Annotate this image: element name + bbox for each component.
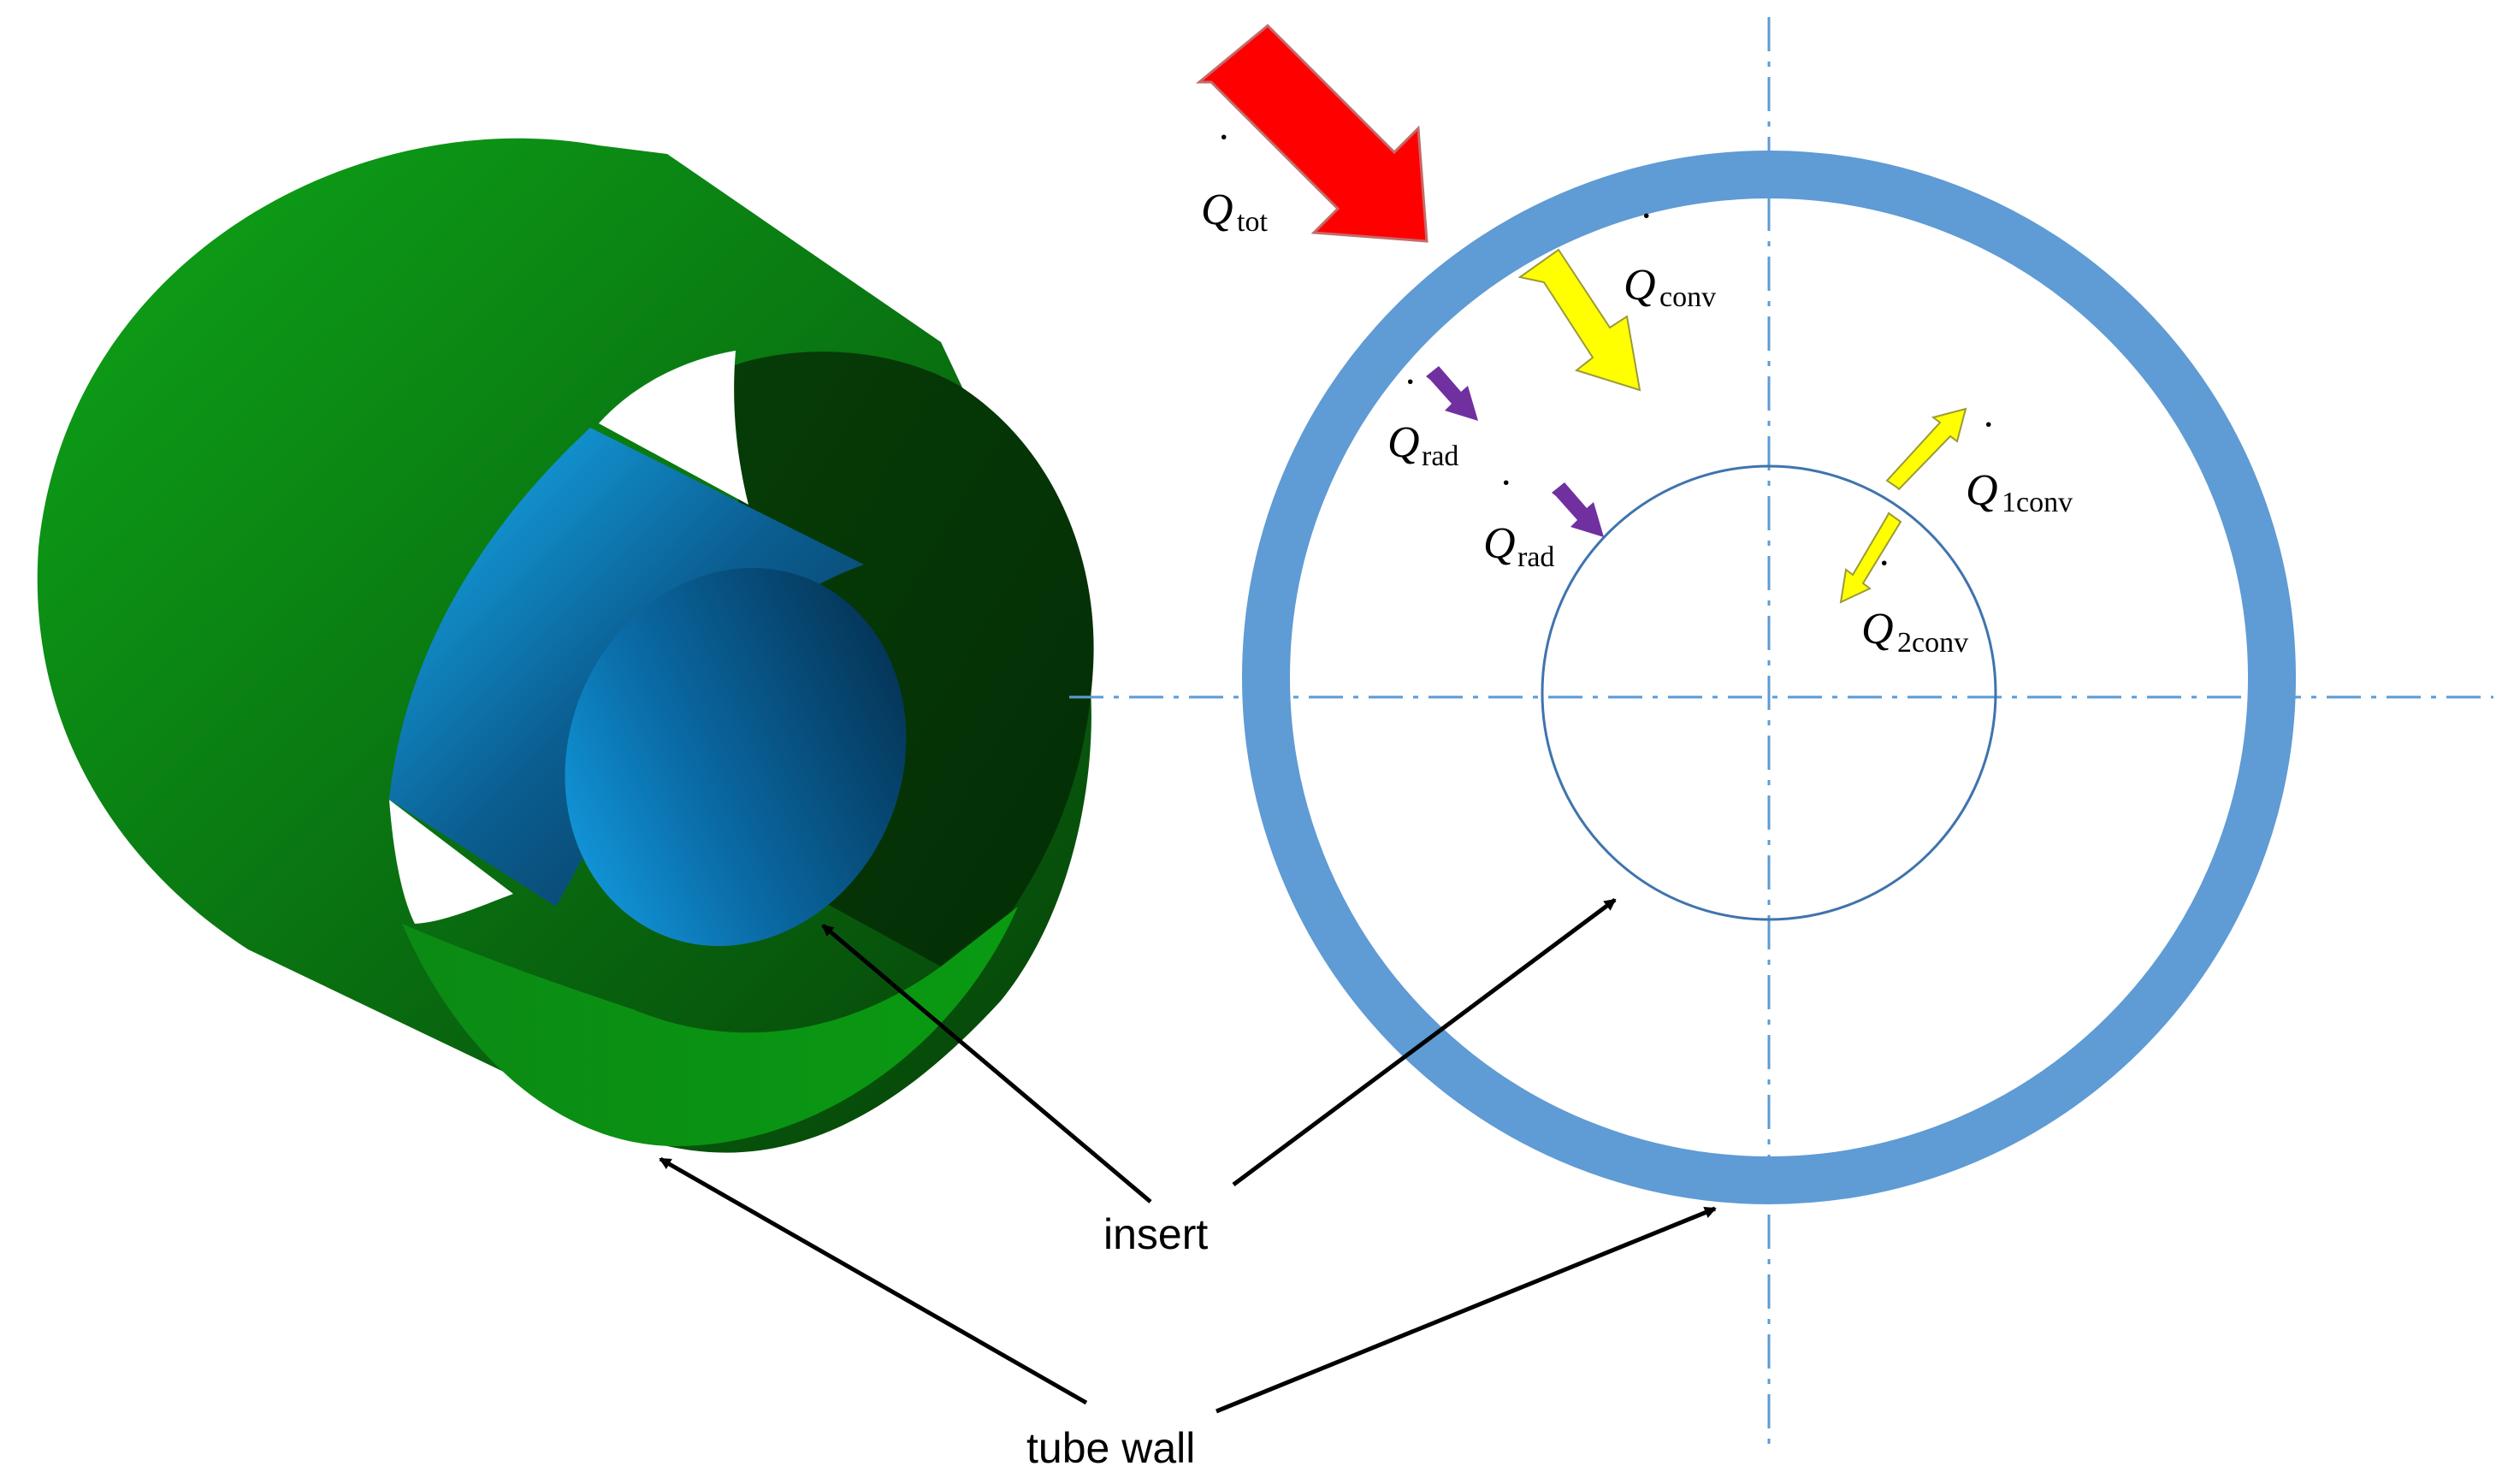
q-rad-inner-label: ˙ Q rad xyxy=(1483,471,1554,573)
insert-circle xyxy=(1541,464,1997,921)
svg-text:Q: Q xyxy=(1966,466,1998,515)
yellow-block-arrow-icon xyxy=(1885,407,1967,491)
svg-text:rad: rad xyxy=(1517,541,1554,573)
svg-text:Q: Q xyxy=(1861,605,1894,653)
tube-wall-ring xyxy=(1242,151,2296,1204)
yellow-block-arrow-icon xyxy=(1517,248,1641,392)
svg-text:˙: ˙ xyxy=(1981,413,1996,462)
svg-text:conv: conv xyxy=(1659,281,1716,313)
q-1conv-label: ˙ Q 1conv xyxy=(1966,413,2073,518)
insert-3d-face xyxy=(565,567,907,947)
yellow-block-arrow-icon xyxy=(1839,511,1902,604)
q-tot-label: ˙ Q tot xyxy=(1201,126,1268,238)
tube-3d-view xyxy=(37,138,1094,1153)
svg-text:Q: Q xyxy=(1387,418,1420,467)
svg-text:˙: ˙ xyxy=(1216,126,1231,174)
tube-wall-3d-rim xyxy=(402,907,1018,1146)
purple-block-arrow-icon xyxy=(1552,482,1604,537)
svg-text:1conv: 1conv xyxy=(2002,487,2073,518)
pointer-insert-left xyxy=(821,924,1152,1203)
red-block-arrow-icon xyxy=(1195,23,1428,243)
svg-text:Q: Q xyxy=(1201,186,1233,234)
svg-text:rad: rad xyxy=(1422,440,1458,472)
q-2conv-label: ˙ Q 2conv xyxy=(1861,552,1968,659)
svg-text:Q: Q xyxy=(1483,519,1516,568)
pointer-tube-wall-right xyxy=(1216,1206,1717,1414)
tube-wall-label: tube wall xyxy=(1026,1424,1195,1472)
insert-label: insert xyxy=(1103,1210,1208,1258)
svg-text:˙: ˙ xyxy=(1403,370,1417,419)
svg-text:tot: tot xyxy=(1237,206,1268,238)
svg-text:˙: ˙ xyxy=(1639,204,1653,253)
pointer-tube-wall-left xyxy=(659,1156,1088,1405)
svg-text:˙: ˙ xyxy=(1499,471,1513,520)
svg-text:2conv: 2conv xyxy=(1897,627,1968,659)
tube-window-top xyxy=(599,351,748,505)
svg-text:˙: ˙ xyxy=(1877,552,1891,600)
q-conv-label: ˙ Q conv xyxy=(1624,204,1716,313)
pointer-arrows xyxy=(659,897,1717,1414)
svg-text:Q: Q xyxy=(1624,261,1656,310)
cross-section-view xyxy=(1069,17,2493,1446)
purple-block-arrow-icon xyxy=(1426,366,1478,421)
tube-window-bottom xyxy=(389,800,513,924)
q-rad-outer-label: ˙ Q rad xyxy=(1387,370,1458,472)
pointer-insert-right xyxy=(1232,897,1617,1187)
